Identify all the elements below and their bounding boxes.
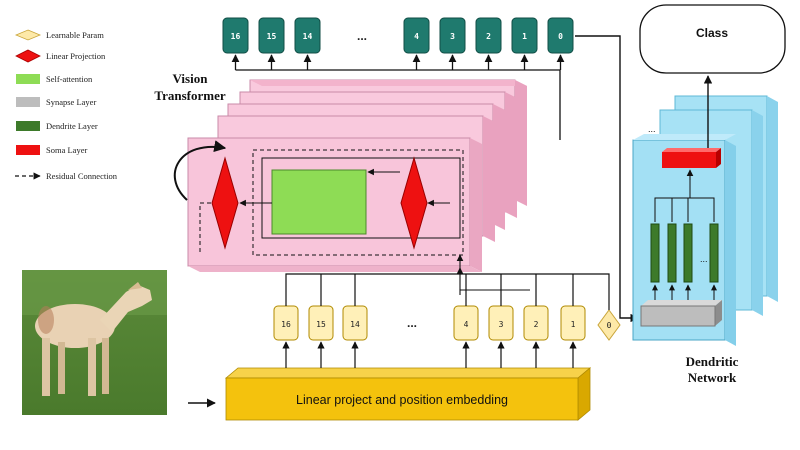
- vit-title: Vision Transformer: [154, 71, 225, 103]
- ellipsis: ...: [357, 29, 367, 43]
- dendritic-title: Dendritic Network: [686, 354, 739, 385]
- output-token: 4: [403, 17, 430, 54]
- svg-text:16: 16: [281, 320, 291, 329]
- embedding-bar: Linear project and position embedding: [224, 367, 592, 421]
- legend-label: Residual Connection: [46, 171, 118, 181]
- output-token: 14: [294, 17, 321, 54]
- soma-layer-block: [662, 148, 721, 168]
- class-token-diamond: 0: [597, 309, 621, 341]
- input-token: 1: [560, 305, 586, 341]
- input-token: 4: [453, 305, 479, 341]
- svg-text:2: 2: [534, 320, 539, 329]
- input-token: 2: [523, 305, 549, 341]
- legend-item-soma-layer: Soma Layer: [16, 145, 87, 155]
- output-token: 16: [222, 17, 249, 54]
- self-attention-block: [271, 169, 367, 235]
- dendritic-network: ... ...: [632, 75, 778, 346]
- dendrite-branch: [650, 223, 660, 283]
- dendritic-title-line1: Dendritic: [686, 354, 739, 369]
- legend-item-synapse-layer: Synapse Layer: [16, 97, 96, 107]
- legend-item-dendrite-layer: Dendrite Layer: [16, 121, 98, 131]
- rect-icon: [16, 145, 40, 155]
- legend-label: Synapse Layer: [46, 97, 96, 107]
- mhsa-block-outline: [261, 157, 461, 239]
- legend: Learnable Param Linear Projection Self-a…: [14, 29, 118, 181]
- dendritic-title-line2: Network: [688, 370, 737, 385]
- legend-item-self-attention: Self-attention: [16, 74, 93, 84]
- ellipsis: ...: [407, 316, 417, 330]
- input-image-horse: [22, 270, 167, 415]
- linear-projection-right: [400, 156, 428, 250]
- svg-text:4: 4: [464, 320, 469, 329]
- svg-text:16: 16: [231, 32, 241, 41]
- diamond-icon: [15, 49, 41, 63]
- transformer-stack: [173, 79, 530, 295]
- dendrite-branch: [683, 223, 693, 283]
- rect-icon: [16, 121, 40, 131]
- vit-title-line2: Transformer: [154, 88, 225, 103]
- output-token: 2: [475, 17, 502, 54]
- output-token-class: 0: [547, 17, 574, 54]
- embedding-label: Linear project and position embedding: [296, 393, 508, 407]
- svg-text:14: 14: [350, 320, 360, 329]
- input-token: 14: [342, 305, 368, 341]
- legend-label: Linear Projection: [46, 51, 106, 61]
- svg-text:0: 0: [558, 32, 563, 41]
- class-output-box: Class: [639, 4, 786, 74]
- diamond-icon: [14, 29, 42, 41]
- rect-icon: [16, 74, 40, 84]
- synapse-layer-block: [640, 300, 722, 327]
- svg-text:...: ...: [648, 124, 656, 134]
- output-token: 1: [511, 17, 538, 54]
- input-tokens: 16 15 14 ... 4 3 2 1 0: [273, 267, 621, 368]
- svg-text:4: 4: [414, 32, 419, 41]
- svg-text:15: 15: [316, 320, 326, 329]
- legend-label: Soma Layer: [46, 145, 87, 155]
- svg-text:14: 14: [303, 32, 313, 41]
- svg-text:2: 2: [486, 32, 491, 41]
- vit-output-tokens: 16 15 14 ... 4 3 2 1 0: [222, 17, 574, 140]
- svg-text:15: 15: [267, 32, 277, 41]
- svg-text:1: 1: [522, 32, 527, 41]
- legend-item-learnable-param: Learnable Param: [14, 29, 104, 41]
- legend-label: Learnable Param: [46, 30, 104, 40]
- legend-item-residual-connection: Residual Connection: [15, 171, 118, 181]
- ellipsis: ...: [700, 254, 708, 264]
- svg-text:0: 0: [607, 321, 612, 330]
- recurrence-arrow: [173, 140, 227, 201]
- rect-icon: [16, 97, 40, 107]
- cls-to-dendritic-arrow: [575, 35, 639, 323]
- legend-label: Dendrite Layer: [46, 121, 98, 131]
- input-token: 15: [308, 305, 334, 341]
- legend-item-linear-projection: Linear Projection: [15, 49, 106, 63]
- output-token: 3: [439, 17, 466, 54]
- svg-text:3: 3: [499, 320, 504, 329]
- linear-projection-left: [211, 156, 239, 250]
- legend-label: Self-attention: [46, 74, 93, 84]
- output-token: 15: [258, 17, 285, 54]
- svg-text:3: 3: [450, 32, 455, 41]
- input-token: 3: [488, 305, 514, 341]
- dendrite-branch: [667, 223, 677, 283]
- class-label: Class: [696, 26, 728, 40]
- svg-text:1: 1: [571, 320, 576, 329]
- vit-title-line1: Vision: [173, 71, 209, 86]
- dendrite-branch: [709, 223, 719, 283]
- input-token: 16: [273, 305, 299, 341]
